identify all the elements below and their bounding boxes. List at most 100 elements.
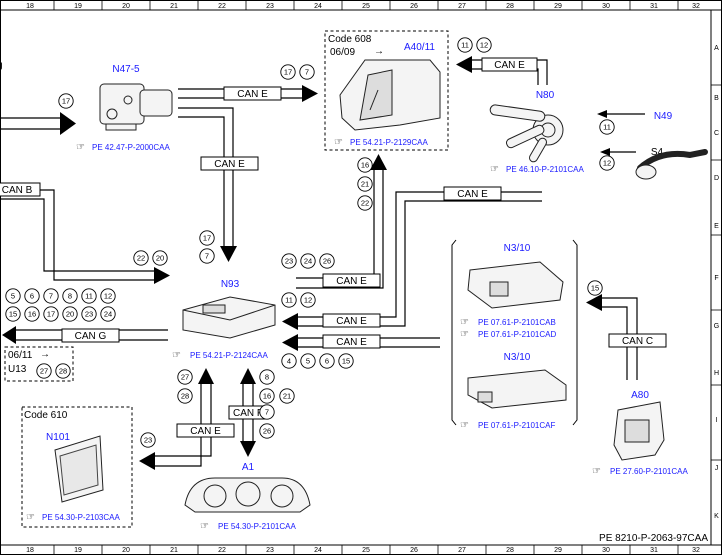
ruler-col: 20 (122, 547, 130, 554)
ruler-col: 18 (26, 547, 34, 554)
pin-number: 8 (265, 373, 269, 382)
pin-circle (599, 119, 615, 135)
pin-number: 23 (285, 257, 293, 266)
ruler-row: H (714, 370, 719, 377)
pin-circle (58, 93, 74, 109)
arrow-right-icon: → (374, 46, 384, 57)
pin-number: 24 (304, 257, 312, 266)
ruler-row: C (714, 130, 719, 137)
ruler-col: 27 (458, 547, 466, 554)
pin-number: 16 (28, 310, 36, 319)
a1-ref: PE 54.30-P-2101CAA (218, 522, 296, 531)
code-610-box (21, 406, 133, 528)
pin-number: 15 (9, 310, 17, 319)
pin-circle (587, 280, 603, 296)
pin-circle (599, 155, 615, 171)
can-b-label: CAN B (2, 185, 33, 196)
pin-circle (24, 288, 40, 304)
pin-number: 22 (137, 254, 145, 263)
pin-circle (62, 306, 78, 322)
ruler-col: 23 (266, 547, 274, 554)
ruler-row: G (714, 323, 719, 330)
can-e-label: CAN E (336, 276, 367, 287)
ref-icon: ☞ (76, 142, 85, 153)
ref-icon: ☞ (460, 329, 469, 340)
cut-off-glyph: g (0, 60, 3, 71)
a40-11-component: Code 608 06/09 → A40/11 ☞ PE 54.21-P-212… (324, 30, 449, 151)
pin-number: 6 (30, 292, 34, 301)
pin-number: 7 (205, 252, 209, 261)
ruler-col: 21 (170, 3, 178, 10)
u13-box (4, 346, 74, 382)
s4-label: S4 (651, 147, 664, 158)
pin-circle (457, 37, 473, 53)
can-e-label: CAN E (336, 316, 367, 327)
ruler-col: 19 (74, 547, 82, 554)
pin-circle (300, 253, 316, 269)
bus-labels: CAN E CAN E CAN B CAN E CAN E CAN E CAN … (0, 57, 667, 438)
pin-number: 11 (603, 123, 611, 132)
ruler-row: J (715, 465, 719, 472)
ruler-col: 23 (266, 3, 274, 10)
a1-component: A1 ☞ PE 54.30-P-2101CAA (184, 462, 311, 532)
ruler-row: B (714, 95, 719, 102)
pin-number: 7 (49, 292, 53, 301)
pin-number: 16 (263, 392, 271, 401)
ref-icon: ☞ (460, 420, 469, 431)
ruler-col: 29 (554, 547, 562, 554)
pin-number: 8 (68, 292, 72, 301)
pin-number: 21 (283, 392, 291, 401)
ruler-col: 25 (362, 547, 370, 554)
pin-number: 23 (144, 436, 152, 445)
ruler-col: 31 (650, 3, 658, 10)
ruler-col: 26 (410, 547, 418, 554)
code-608-label: Code 608 (328, 34, 372, 45)
ruler-col: 20 (122, 3, 130, 10)
arrow-right-icon: → (40, 349, 50, 360)
pin-circle (281, 292, 297, 308)
pin-circle (299, 64, 315, 80)
pin-number: 12 (104, 292, 112, 301)
pin-number: 15 (342, 357, 350, 366)
n80-component: N80 ☞ PE 46.10-P-2101CAA (489, 90, 584, 175)
a40-11-note: 06/09 (330, 47, 355, 58)
pin-number: 26 (323, 257, 331, 266)
pin-circle (279, 388, 295, 404)
pin-number: 17 (203, 234, 211, 243)
ruler-col: 28 (506, 3, 514, 10)
footer-ref: PE 8210-P-2063-97CAA (599, 533, 708, 544)
pin-circle (319, 253, 335, 269)
pin-number: 7 (305, 68, 309, 77)
n93-label: N93 (221, 279, 240, 290)
pin-circle (357, 195, 373, 211)
n3-10-ref: PE 07.61-P-2101CAF (478, 421, 555, 430)
ruler-row: I (716, 417, 718, 424)
pin-number: 17 (47, 310, 55, 319)
pin-circle (140, 432, 156, 448)
pin-circle (36, 363, 52, 379)
pin-number: 7 (265, 408, 269, 417)
pin-number: 17 (284, 68, 292, 77)
pin-circle (5, 306, 21, 322)
pin-circle (100, 306, 116, 322)
code-608-box (324, 30, 449, 151)
u13-note: 06/11 (8, 350, 33, 361)
ruler-col: 32 (692, 3, 700, 10)
ref-icon: ☞ (592, 466, 601, 477)
ruler-col: 22 (218, 547, 226, 554)
pin-circle (300, 292, 316, 308)
ruler-row: F (714, 275, 718, 282)
ref-icon: ☞ (172, 350, 181, 361)
pin-number: 4 (287, 357, 291, 366)
n3-10-label: N3/10 (504, 243, 531, 254)
pin-circle (81, 288, 97, 304)
pin-circle (24, 306, 40, 322)
ruler-col: 18 (26, 3, 34, 10)
can-e-label: CAN E (190, 426, 221, 437)
pin-circle (199, 230, 215, 246)
can-f-label: CAN F (233, 408, 263, 419)
ruler-col: 19 (74, 3, 82, 10)
n47-5-ref: PE 42.47-P-2000CAA (92, 143, 170, 152)
pin-circle (300, 353, 316, 369)
ref-icon: ☞ (200, 521, 209, 532)
